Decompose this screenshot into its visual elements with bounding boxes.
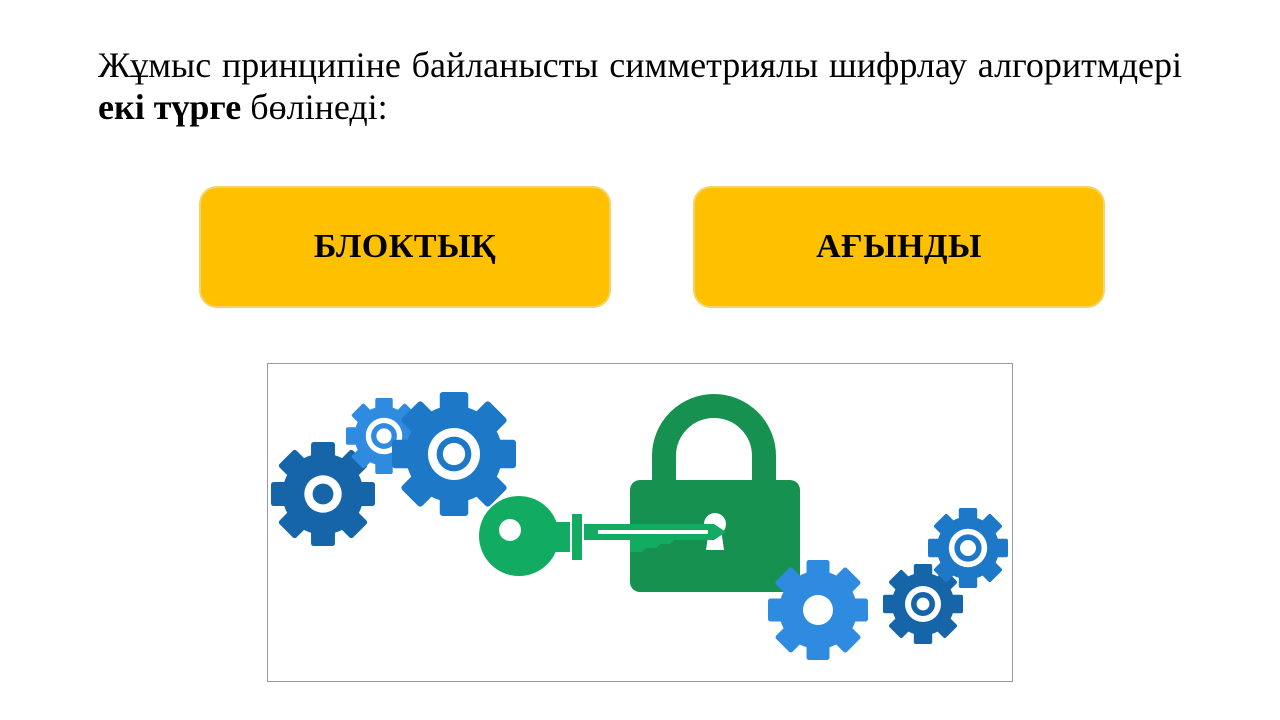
intro-bold: екі түрге [98,87,242,127]
intro-text: Жұмыс принципіне байланысты симметриялы … [98,44,1182,128]
block-cipher-box: БЛОКТЫҚ [199,186,611,308]
stream-cipher-box: АҒЫНДЫ [693,186,1105,308]
block-cipher-label: БЛОКТЫҚ [313,228,497,265]
intro-part2: бөлінеді: [241,87,388,127]
key-icon [479,496,726,576]
illustration-svg [271,392,1008,660]
encryption-illustration [267,363,1013,682]
gear-icon [883,564,963,644]
gear-icon [271,442,375,546]
gear-icon [768,560,868,660]
intro-part1: Жұмыс принципіне байланысты симметриялы … [98,45,1182,85]
stream-cipher-label: АҒЫНДЫ [816,228,982,265]
lock-icon [630,394,800,592]
gear-icon [928,508,1008,588]
gear-icon [392,392,516,516]
